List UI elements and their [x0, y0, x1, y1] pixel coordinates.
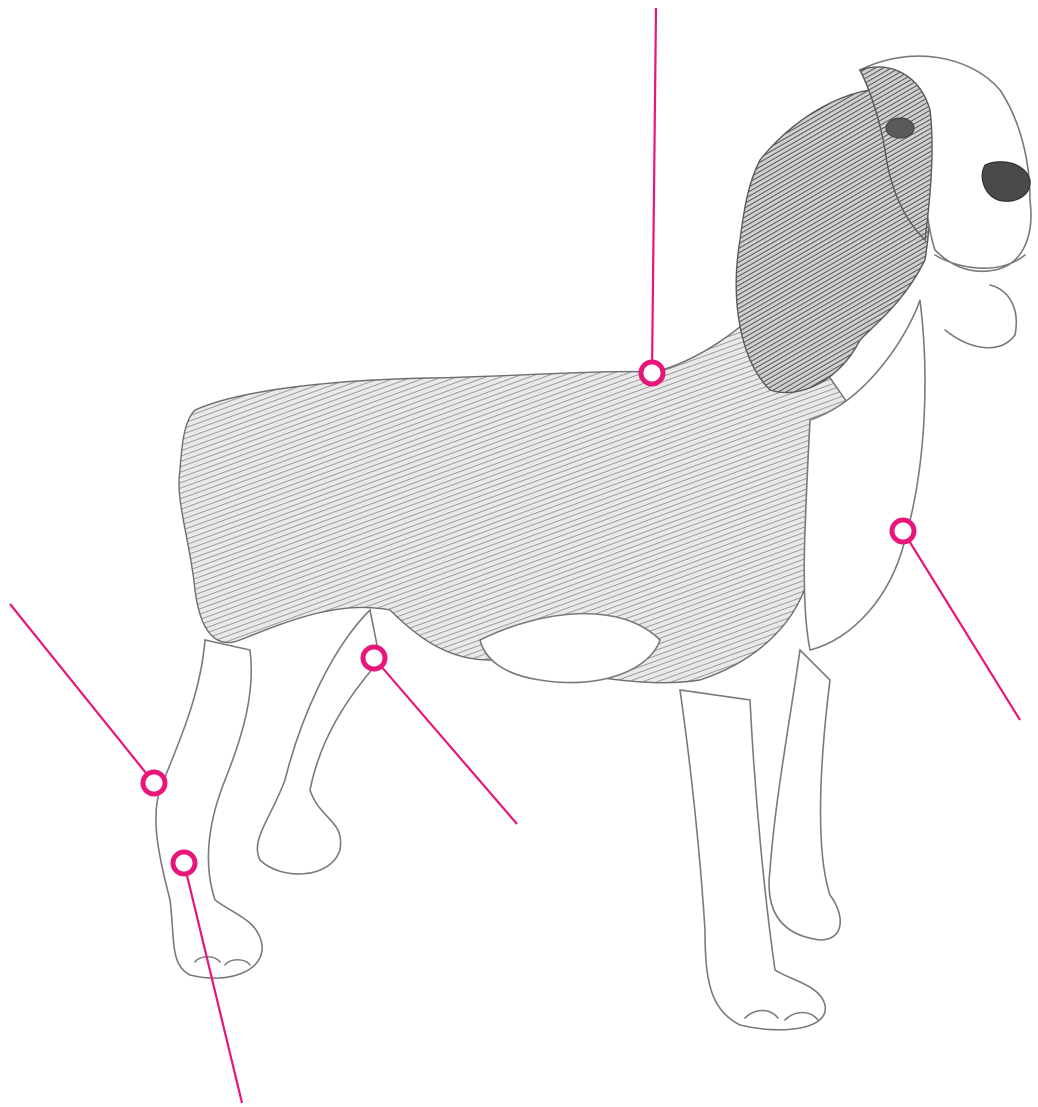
hotspot-chest[interactable] — [892, 520, 1020, 720]
hotspot-ring-icon[interactable] — [641, 362, 663, 384]
callout-line-chest — [903, 531, 1020, 720]
hotspot-stifle[interactable] — [363, 647, 517, 824]
callout-line-shoulder — [652, 8, 656, 373]
hotspot-ring-icon[interactable] — [363, 647, 385, 669]
callout-line-stifle — [374, 658, 517, 824]
hotspot-ring-icon[interactable] — [173, 852, 195, 874]
hotspot-ring-icon[interactable] — [892, 520, 914, 542]
hotspot-hock[interactable] — [10, 604, 165, 794]
callout-line-hock — [10, 604, 154, 783]
hotspot-shoulder[interactable] — [641, 8, 663, 384]
hotspot-ring-icon[interactable] — [143, 772, 165, 794]
